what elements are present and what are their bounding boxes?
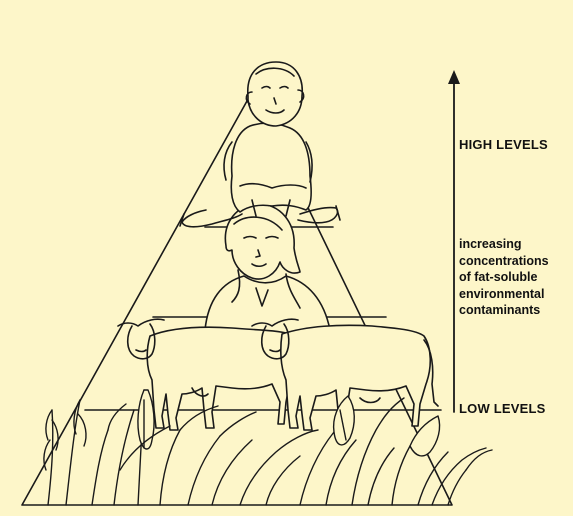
description-line: of fat-soluble: [459, 269, 549, 286]
description-line: increasing: [459, 236, 549, 253]
description-line: contaminants: [459, 302, 549, 319]
contaminants-description: increasing concentrations of fat-soluble…: [459, 236, 549, 319]
low-levels-label: LOW LEVELS: [459, 401, 546, 416]
description-line: environmental: [459, 286, 549, 303]
high-levels-label: HIGH LEVELS: [459, 137, 548, 152]
description-line: concentrations: [459, 253, 549, 270]
